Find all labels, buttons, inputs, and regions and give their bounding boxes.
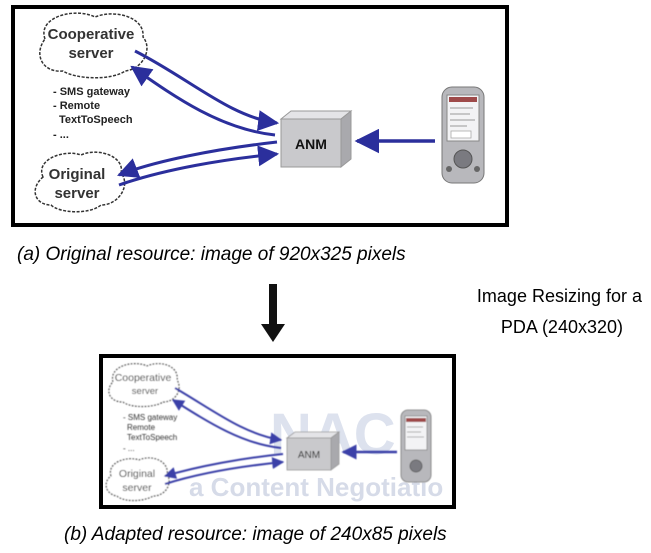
cooperative-server-cloud-small: [108, 363, 180, 408]
down-arrow-icon: [261, 284, 285, 342]
arrow-coop-to-anm-small-1: [174, 387, 283, 445]
anm-box: [279, 109, 353, 169]
service-remote: - Remote: [53, 100, 100, 112]
original-server-label-small-2: server: [122, 482, 152, 494]
anm-box-small: [285, 431, 341, 471]
arrow-coop-to-anm-1: [134, 49, 280, 132]
original-server-cloud-small: [105, 457, 170, 502]
resize-note-line-1: Image Resizing for a: [476, 286, 642, 306]
cooperative-server-label-small-1: Cooperative: [115, 372, 172, 384]
service-remote-small: Remote: [127, 423, 156, 432]
service-sms-gateway: - SMS gateway: [53, 86, 131, 98]
arrow-original-to-anm-small: [164, 457, 285, 485]
service-more: - ...: [53, 129, 69, 141]
arrow-coop-to-anm-2: [130, 65, 276, 137]
arrow-original-to-anm: [118, 145, 280, 187]
watermark-subtitle: a Content Negotiatio: [189, 472, 443, 502]
service-sms-gateway-small: - SMS gateway: [123, 413, 177, 422]
architecture-diagram-adapted: NAC: a Content Negotiatio Cooperative se…: [105, 363, 443, 502]
cooperative-server-label-small-2: server: [132, 386, 158, 397]
cooperative-server-label-2: server: [68, 45, 113, 62]
original-server-label-small-1: Original: [119, 468, 155, 480]
caption-original-resource: (a) Original resource: image of 920x325 …: [17, 244, 406, 265]
original-server-cloud: [34, 151, 126, 213]
adapted-resource-image: NAC: a Content Negotiatio Cooperative se…: [99, 354, 456, 509]
original-server-label-2: server: [54, 185, 99, 202]
original-server-label-1: Original: [49, 166, 106, 183]
pda-device-icon: [441, 86, 485, 184]
service-text-to-speech-small: TextToSpeech: [127, 433, 177, 442]
cooperative-server-label-1: Cooperative: [48, 26, 135, 43]
architecture-diagram-original: Cooperative server - SMS gateway - Remot…: [34, 12, 485, 213]
arrow-anm-to-original: [117, 140, 278, 178]
pda-device-icon-small: [400, 409, 432, 483]
cooperative-server-cloud: [39, 12, 148, 79]
arrow-anm-to-original-small: [163, 453, 284, 479]
arrow-coop-to-anm-small-2: [171, 399, 282, 449]
anm-label-small: ANM: [298, 450, 320, 461]
service-more-small: - ...: [123, 444, 135, 453]
caption-adapted-resource: (b) Adapted resource: image of 240x85 pi…: [64, 524, 447, 545]
original-resource-image: Cooperative server - SMS gateway - Remot…: [11, 5, 509, 227]
resize-note-line-2: PDA (240x320): [500, 317, 623, 337]
anm-label: ANM: [295, 136, 327, 152]
service-text-to-speech: TextToSpeech: [59, 114, 133, 126]
